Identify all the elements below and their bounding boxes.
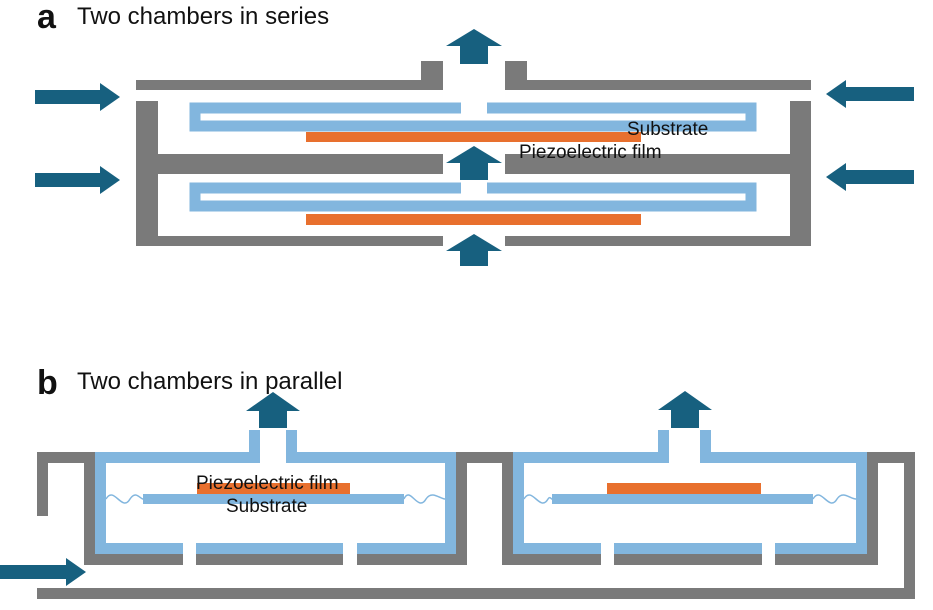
spring-icon [812,494,857,504]
arrow-up-icon [446,146,502,180]
panel-a-arrows [35,29,914,266]
panel-a-substrates [189,102,757,212]
panel-b-arrows [0,391,712,586]
arrow-right-icon [0,558,86,586]
panel-b-substrate-left [143,494,404,504]
spring-icon [523,494,553,504]
panel-a-substrate-upper [189,102,757,132]
panel-b-housing [37,452,915,599]
panel-b-film-right [607,483,761,494]
panel-b-film-left [197,483,350,494]
spring-icon [105,494,144,504]
arrow-up-icon [246,392,300,428]
arrow-up-icon [446,29,502,64]
panel-b-title: Two chambers in parallel [77,368,343,395]
panel-a-letter: a [37,0,56,36]
panel-b-substrate-right [552,494,813,504]
panel-a-housing [136,61,811,246]
panel-b-chamber-walls [95,430,867,554]
arrow-left-icon [826,163,914,191]
arrow-up-icon [446,234,502,266]
panel-a-film-upper [306,132,641,142]
panel-a-substrate-label: Substrate [627,119,709,140]
panel-a-film-label: Piezoelectric film [519,142,662,163]
panel-b-films [197,483,761,494]
panel-a-diagram [35,29,914,266]
panel-b-letter: b [37,364,58,402]
arrow-up-icon [658,391,712,428]
panel-b-film-label: Piezoelectric film [196,473,339,494]
panel-b-substrates [143,494,813,504]
panel-a-film-lower [306,214,641,225]
panel-a-substrate-lower [189,182,757,212]
arrow-right-icon [35,83,120,111]
panel-b-springs [105,494,857,504]
spring-icon [403,494,446,504]
panel-b-diagram [0,391,915,599]
panel-a-title: Two chambers in series [77,3,330,30]
panel-a-films [306,132,641,225]
arrow-right-icon [35,166,120,194]
arrow-left-icon [826,80,914,108]
panel-b-substrate-label: Substrate [226,496,308,517]
